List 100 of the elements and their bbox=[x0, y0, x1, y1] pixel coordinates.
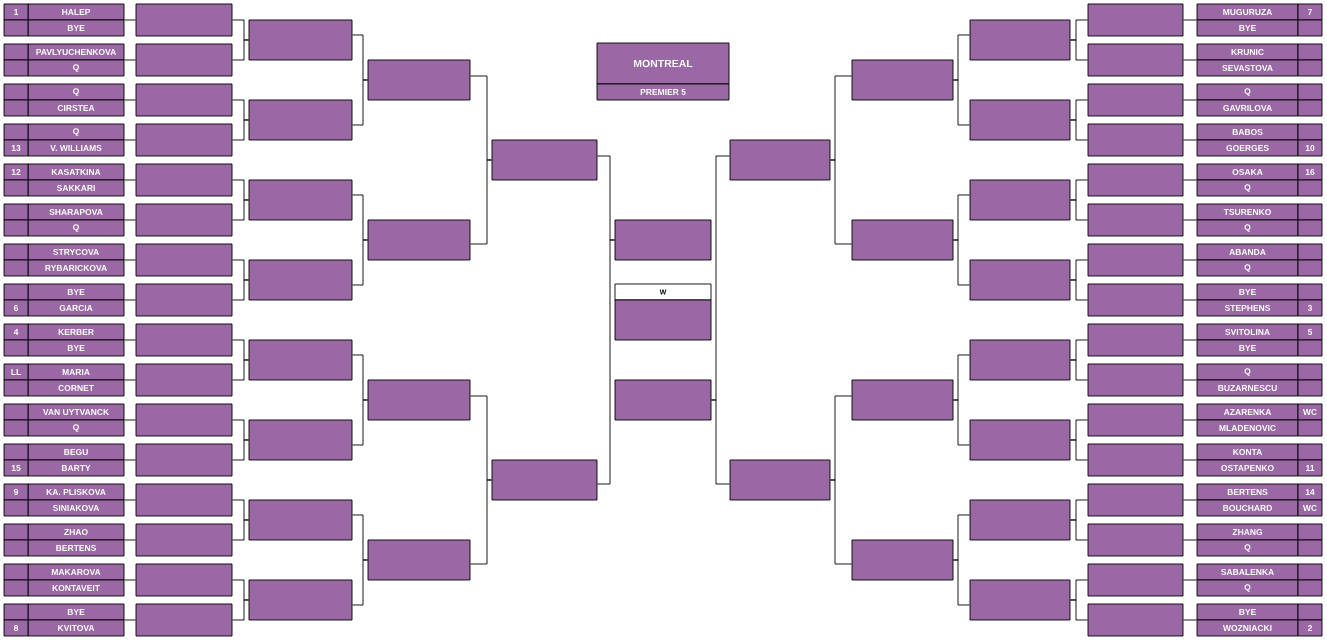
bracket-line bbox=[711, 399, 730, 485]
bracket-slot bbox=[248, 99, 353, 141]
bracket-line bbox=[232, 359, 249, 381]
bracket-slot bbox=[248, 259, 353, 301]
bracket-line bbox=[1183, 259, 1197, 261]
bracket-slot bbox=[614, 379, 712, 421]
bracket-line bbox=[1183, 379, 1197, 381]
bracket-slot bbox=[851, 539, 954, 581]
bracket-line bbox=[124, 59, 136, 61]
bracket-slot bbox=[729, 139, 831, 181]
seed-cell: 13 bbox=[3, 139, 29, 157]
bracket-slot bbox=[248, 419, 353, 461]
bracket-slot bbox=[969, 19, 1071, 61]
bracket-line bbox=[352, 239, 368, 286]
bracket-slot bbox=[1087, 123, 1184, 157]
bracket-line bbox=[124, 419, 136, 421]
bracket-slot bbox=[135, 363, 233, 397]
bracket-slot bbox=[1087, 563, 1184, 597]
seed-cell: WC bbox=[1297, 499, 1323, 517]
bracket-slot bbox=[135, 443, 233, 477]
bracket-line bbox=[124, 379, 136, 381]
bracket-line bbox=[232, 439, 249, 461]
bracket-line bbox=[124, 219, 136, 221]
seed-cell: 1 bbox=[3, 3, 29, 21]
bracket-line bbox=[124, 499, 136, 501]
bracket-line bbox=[1070, 439, 1088, 461]
bracket-line bbox=[232, 279, 249, 301]
bracket-slot bbox=[1087, 603, 1184, 637]
bracket-slot bbox=[851, 219, 954, 261]
bracket-line bbox=[953, 239, 970, 286]
bracket-slot bbox=[1087, 283, 1184, 317]
bracket-slot bbox=[1087, 323, 1184, 357]
bracket-line bbox=[1183, 579, 1197, 581]
bracket-line bbox=[1070, 279, 1088, 301]
seed-cell: 15 bbox=[3, 459, 29, 477]
bracket-line bbox=[1070, 199, 1088, 221]
bracket-line bbox=[124, 19, 136, 21]
seed-cell: 4 bbox=[3, 323, 29, 341]
bracket-line bbox=[352, 559, 368, 606]
bracket-line bbox=[124, 259, 136, 261]
bracket-slot bbox=[135, 603, 233, 637]
seed-cell: 5 bbox=[1297, 323, 1323, 341]
bracket-slot bbox=[367, 219, 471, 261]
bracket-slot bbox=[1087, 243, 1184, 277]
bracket-slot bbox=[135, 563, 233, 597]
bracket-slot bbox=[248, 179, 353, 221]
bracket-slot bbox=[1087, 43, 1184, 77]
bracket-line bbox=[1183, 339, 1197, 341]
bracket-line bbox=[953, 559, 970, 606]
bracket-slot bbox=[135, 123, 233, 157]
bracket-slot bbox=[614, 219, 712, 261]
seed-cell: 3 bbox=[1297, 299, 1323, 317]
bracket-slot bbox=[1087, 3, 1184, 37]
bracket-slot bbox=[1087, 523, 1184, 557]
bracket-line bbox=[124, 619, 136, 621]
bracket-slot bbox=[969, 579, 1071, 621]
bracket-line bbox=[470, 479, 492, 565]
bracket-slot bbox=[969, 419, 1071, 461]
subtitle-band: PREMIER 5 bbox=[596, 83, 730, 101]
bracket-line bbox=[1183, 99, 1197, 101]
bracket-line bbox=[1183, 299, 1197, 301]
seed-cell: 2 bbox=[1297, 619, 1323, 637]
bracket-slot bbox=[135, 3, 233, 37]
bracket-line bbox=[1183, 459, 1197, 461]
bracket-line bbox=[953, 79, 970, 126]
bracket-slot bbox=[1087, 203, 1184, 237]
bracket-line bbox=[124, 539, 136, 541]
bracket-slot bbox=[135, 283, 233, 317]
bracket-slot bbox=[135, 203, 233, 237]
bracket-slot bbox=[851, 379, 954, 421]
bracket-line bbox=[1183, 419, 1197, 421]
bracket-line bbox=[124, 339, 136, 341]
bracket-slot bbox=[135, 243, 233, 277]
bracket-slot bbox=[248, 499, 353, 541]
seed-cell: LL bbox=[3, 363, 29, 381]
bracket-line bbox=[1183, 179, 1197, 181]
bracket-line bbox=[232, 599, 249, 621]
bracket-slot bbox=[135, 163, 233, 197]
bracket-line bbox=[830, 479, 852, 565]
bracket-line bbox=[1070, 599, 1088, 621]
bracket-slot bbox=[969, 259, 1071, 301]
bracket-slot bbox=[367, 379, 471, 421]
bracket-slot bbox=[491, 459, 598, 501]
seed-cell: 10 bbox=[1297, 139, 1323, 157]
seed-cell: 6 bbox=[3, 299, 29, 317]
bracket-slot bbox=[367, 59, 471, 101]
bracket-line bbox=[1070, 519, 1088, 541]
bracket-line bbox=[232, 39, 249, 61]
bracket-slot bbox=[851, 59, 954, 101]
bracket-slot bbox=[135, 323, 233, 357]
bracket-slot bbox=[1087, 483, 1184, 517]
bracket-slot bbox=[1087, 403, 1184, 437]
bracket-line bbox=[232, 519, 249, 541]
seed-cell: 7 bbox=[1297, 3, 1323, 21]
bracket-slot bbox=[135, 483, 233, 517]
bracket-slot bbox=[135, 523, 233, 557]
seed-cell: WC bbox=[1297, 403, 1323, 421]
bracket-line bbox=[1183, 139, 1197, 141]
bracket-slot bbox=[248, 19, 353, 61]
bracket-line bbox=[1183, 499, 1197, 501]
